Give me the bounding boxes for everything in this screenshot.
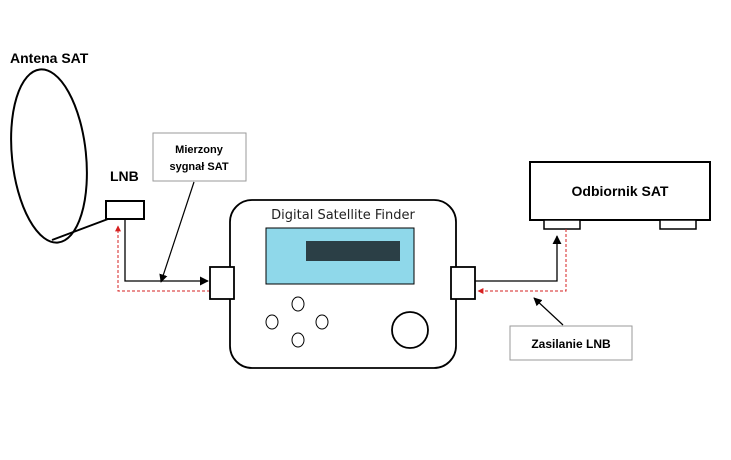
receiver-foot-left	[543, 219, 581, 230]
measured-signal-line1: Mierzony	[175, 144, 224, 156]
receiver-foot-right	[659, 219, 697, 230]
measured-signal-line2: sygnał SAT	[169, 161, 228, 173]
button-right-icon	[315, 314, 329, 330]
finder-knob-icon	[391, 311, 429, 349]
signal-cable-left	[124, 219, 209, 286]
lnb-block	[105, 200, 145, 220]
finder-connector-right	[450, 266, 476, 300]
receiver-label: Odbiornik SAT	[572, 183, 669, 199]
button-up-icon	[291, 296, 305, 312]
lnb-power-label: Zasilanie LNB	[531, 337, 611, 351]
power-line-right	[477, 229, 567, 294]
signal-cable-right	[475, 235, 562, 282]
measured-signal-pointer	[159, 181, 195, 283]
button-left-icon	[265, 314, 279, 330]
power-line-left	[115, 225, 210, 292]
finder-title: Digital Satellite Finder	[271, 208, 415, 223]
satellite-dish-icon	[10, 68, 88, 244]
lnb-label: LNB	[110, 168, 139, 184]
lnb-power-pointer	[533, 297, 564, 326]
antenna-label: Antena SAT	[10, 50, 89, 66]
finder-connector-left	[209, 266, 235, 300]
measured-signal-callout	[152, 132, 247, 182]
receiver-body	[529, 161, 711, 221]
lnb-power-callout	[509, 325, 633, 361]
button-down-icon	[291, 332, 305, 348]
finder-screen-bar	[306, 241, 400, 261]
dish-arm	[51, 218, 109, 241]
